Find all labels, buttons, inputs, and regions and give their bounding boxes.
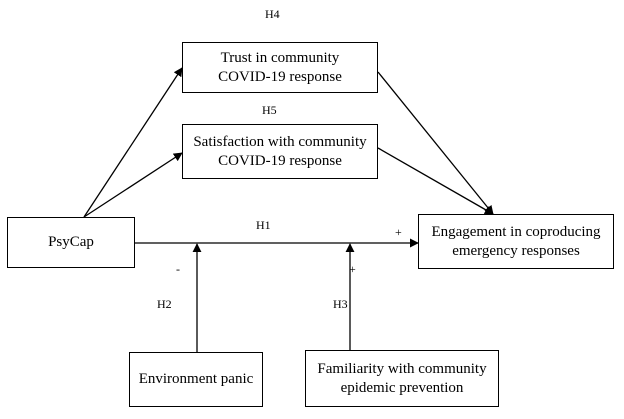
trust-node-line1: Trust in community [220,49,340,66]
arrow-trust-to-engagement [377,71,494,215]
h5-label: H5 [262,103,277,117]
h3-sign: + [349,262,356,276]
engagement-node: Engagement in coproducing emergency resp… [418,214,614,269]
panic-node-label: Environment panic [138,371,254,387]
arrow-satisfaction-to-engagement [377,147,494,215]
arrow-psycap-to-satisfaction [83,152,183,218]
engagement-node-line2: emergency responses [452,242,580,259]
satisfaction-node-line1: Satisfaction with community [193,133,367,150]
familiarity-node: Familiarity with community epidemic prev… [305,350,499,407]
h2-label: H2 [157,297,172,311]
trust-node: Trust in community COVID-19 response [182,42,378,93]
h1-sign: + [395,225,402,239]
h2-sign: - [176,262,180,276]
trust-node-line2: COVID-19 response [218,68,342,85]
h1-label: H1 [256,218,271,232]
familiarity-node-line1: Familiarity with community [317,360,487,377]
h4-label: H4 [265,7,280,21]
h3-label: H3 [333,297,348,311]
familiarity-node-line2: epidemic prevention [340,379,464,396]
satisfaction-node: Satisfaction with community COVID-19 res… [182,124,378,179]
psycap-node: PsyCap [7,217,135,268]
psycap-node-label: PsyCap [48,234,94,250]
engagement-node-line1: Engagement in coproducing [431,223,601,240]
panic-node: Environment panic [129,352,263,407]
satisfaction-node-line2: COVID-19 response [218,152,342,169]
arrow-psycap-to-trust [83,67,183,218]
